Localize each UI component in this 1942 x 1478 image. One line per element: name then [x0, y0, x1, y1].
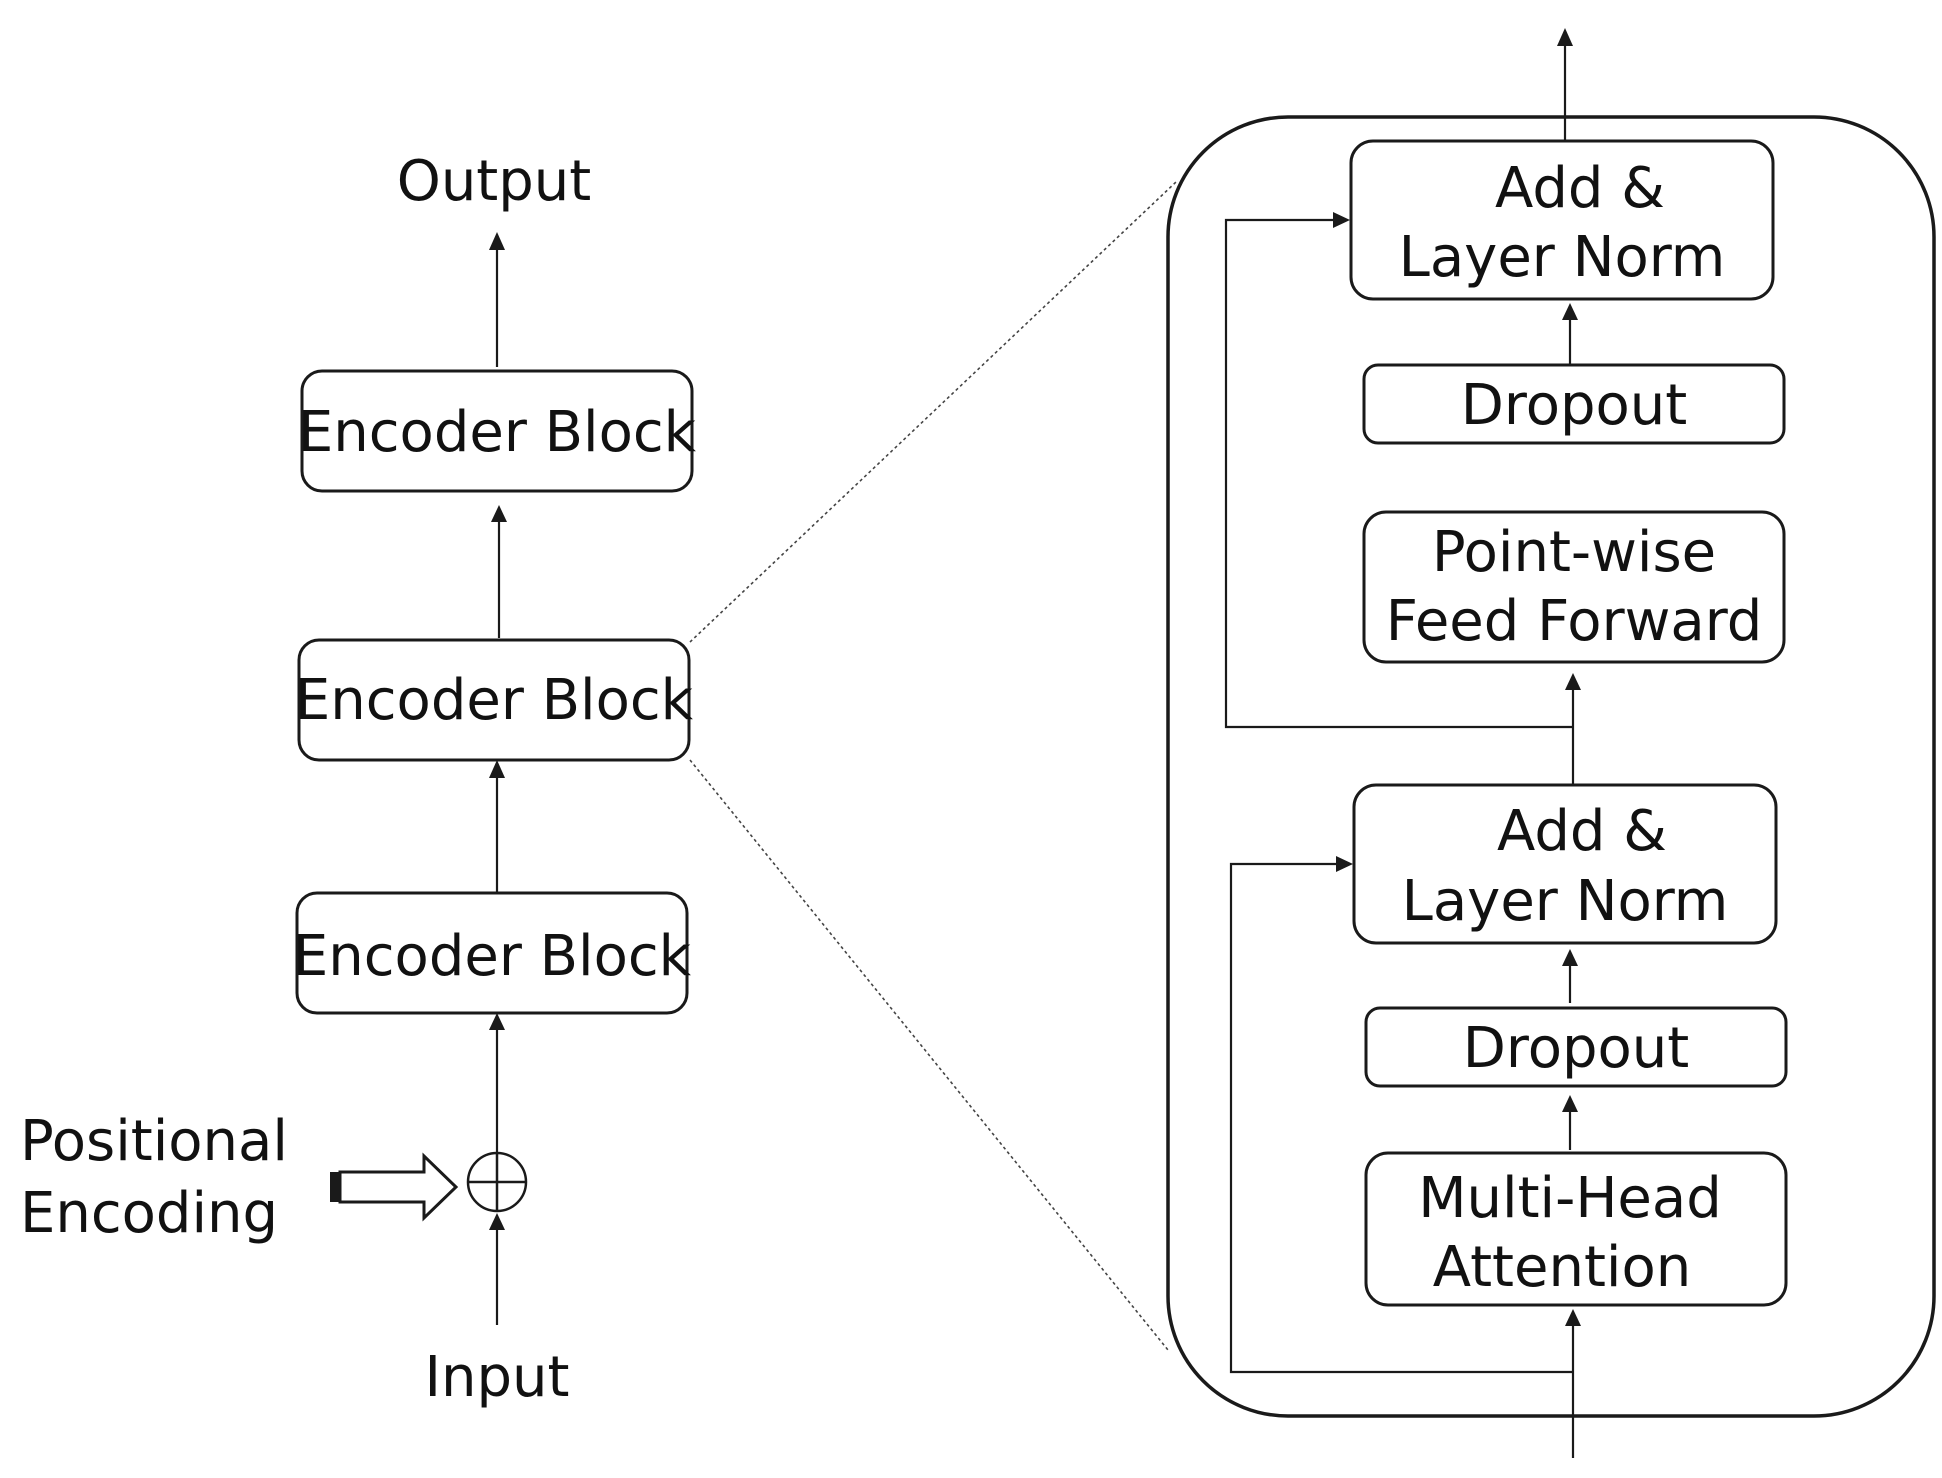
arrow-head-middle-to-top — [491, 505, 507, 522]
arrow-head-panel-input — [1565, 1309, 1581, 1326]
zoom-line-bottom — [689, 759, 1169, 1351]
encoder-block-middle — [297, 638, 691, 762]
encoder-block-bottom — [295, 891, 689, 1015]
arrow-head-bottom-to-middle — [489, 760, 505, 778]
arrow-head-attention-to-dropout — [1562, 1095, 1578, 1112]
dropout-top — [1362, 363, 1786, 445]
multi-head-attention — [1364, 1151, 1788, 1307]
arrow-head-panel-output — [1557, 28, 1573, 46]
zoom-line-top — [689, 181, 1177, 643]
feed-forward-line1: Point-wise — [1432, 520, 1716, 585]
arrow-head-addnorm-to-feedforward — [1565, 673, 1581, 690]
dropout-top-label: Dropout — [1461, 373, 1687, 438]
residual-connection-top — [1224, 218, 1573, 729]
encoder-block-middle-label: Encoder Block — [295, 668, 694, 733]
feed-forward-line2: Feed Forward — [1386, 589, 1763, 654]
residual-connection-bottom — [1229, 862, 1573, 1374]
add-layer-norm-bottom — [1352, 783, 1778, 945]
arrow-head-sum-to-block — [489, 1013, 505, 1030]
encoder-block-bottom-label: Encoder Block — [293, 924, 692, 989]
point-wise-feed-forward — [1362, 510, 1786, 664]
attention-line2: Attention — [1433, 1235, 1691, 1300]
encoder-block-detail-panel — [1166, 115, 1936, 1418]
positional-encoding-label-line1: Positional — [20, 1109, 288, 1174]
encoder-block-top — [300, 369, 694, 493]
add-layer-norm-bottom-line2: Layer Norm — [1402, 869, 1729, 934]
residual-arrow-head-bottom — [1336, 856, 1353, 872]
add-circle-icon — [466, 1151, 528, 1213]
add-layer-norm-top-line2: Layer Norm — [1399, 225, 1726, 290]
hollow-arrow-icon — [330, 1152, 459, 1222]
arrow-head-dropout-to-addnorm-bottom — [1562, 949, 1578, 966]
output-label: Output — [397, 149, 592, 214]
add-layer-norm-bottom-line1: Add & — [1497, 799, 1667, 864]
input-label: Input — [424, 1345, 569, 1410]
encoder-block-top-label: Encoder Block — [298, 400, 697, 465]
arrow-head-output — [489, 232, 505, 250]
dropout-bottom — [1364, 1006, 1788, 1088]
residual-arrow-head-top — [1333, 212, 1350, 228]
arrow-head-input-to-sum — [489, 1213, 505, 1230]
arrow-head-dropout-to-addnorm-top — [1562, 303, 1578, 320]
add-layer-norm-top — [1349, 139, 1775, 301]
add-layer-norm-top-line1: Add & — [1495, 156, 1665, 221]
attention-line1: Multi-Head — [1418, 1166, 1722, 1231]
dropout-bottom-label: Dropout — [1463, 1016, 1689, 1081]
positional-encoding-label-line2: Encoding — [20, 1181, 278, 1246]
